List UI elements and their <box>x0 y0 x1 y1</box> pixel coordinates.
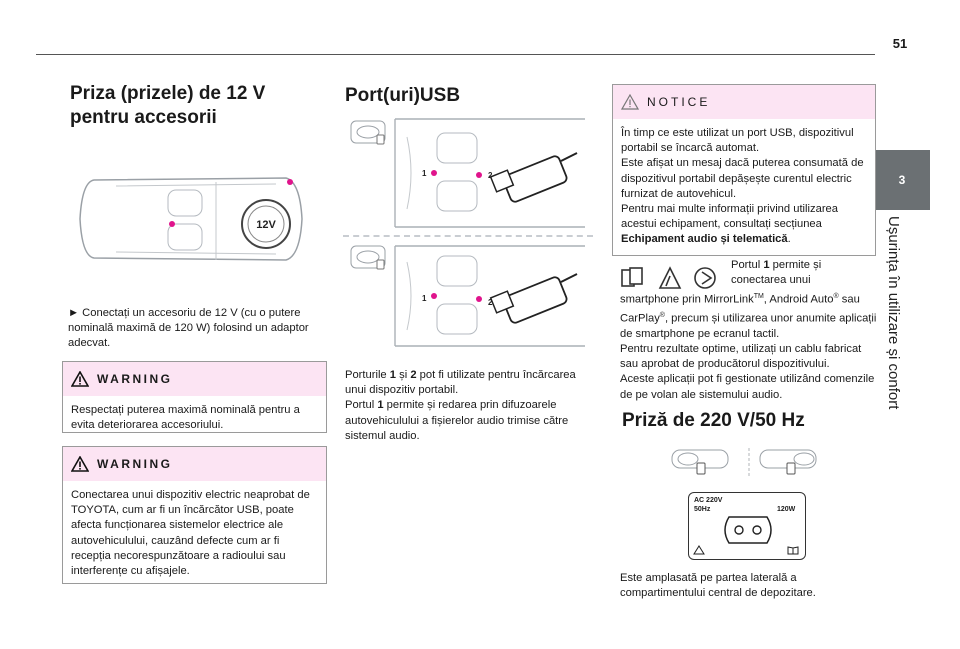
warning-body-2: Conectarea unui dispozitiv electric neap… <box>71 489 310 578</box>
usb-plug-icon <box>489 273 578 324</box>
warning-box-1: WARNING Respectați puterea maximă nomina… <box>62 361 327 433</box>
section-heading-12v: Priza (prizele) de 12 V pentru accesorii <box>70 83 266 128</box>
mirror-body: smartphone prin MirrorLinkTM, Android Au… <box>620 293 877 401</box>
notice-triangle-icon <box>621 94 639 110</box>
mirror-intro: Portul 1 permite și conectarea unui <box>731 259 822 287</box>
mirrorlink-icon <box>621 267 643 287</box>
notice-header: NOTICE <box>613 85 875 119</box>
socket-warning-icon <box>693 545 705 555</box>
chapter-title: Ușurința în utilizare și confort <box>885 216 902 410</box>
instruction-12v: ► Conectați un accesoriu de 12 V (cu o p… <box>68 307 309 350</box>
dashboard-illustration <box>670 446 828 480</box>
port-label-1: 1 <box>422 169 427 178</box>
socket-hz-label: 50Hz <box>694 506 711 513</box>
chapter-title-vertical: Ușurința în utilizare și confort <box>874 216 930 636</box>
warning-body-1: Respectați puterea maximă nominală pentr… <box>71 404 300 432</box>
warning-box-2: WARNING Conectarea unui dispozitiv elect… <box>62 446 327 584</box>
manual-book-icon <box>787 546 799 555</box>
usb-plug-icon <box>489 152 578 203</box>
notice-box: NOTICE În timp ce este utilizat un port … <box>612 84 876 256</box>
section-heading-usb: Port(uri)USB <box>345 85 461 106</box>
notice-body: În timp ce este utilizat un port USB, di… <box>621 127 864 246</box>
socket-w-label: 120W <box>777 506 796 513</box>
carplay-icon <box>694 267 716 289</box>
socket-face-icon <box>724 516 772 544</box>
warning-triangle-icon <box>71 456 89 472</box>
usb-description: Porturile 1 și 2 pot fi utilizate pentru… <box>345 369 576 442</box>
section-heading-220v: Priză de 220 V/50 Hz <box>622 410 805 431</box>
android-auto-icon <box>658 266 682 289</box>
divider-dashed <box>343 235 593 237</box>
socket-location-text: Este amplasată pe partea laterală a comp… <box>620 572 816 600</box>
port-label-2b: 2 <box>488 298 493 307</box>
socket-ac-label: AC 220V <box>694 497 723 504</box>
car-12v-illustration: 12V <box>76 160 308 278</box>
outlet-12v-label: 12V <box>256 219 276 231</box>
warning-title-2: WARNING <box>97 457 173 471</box>
notice-title: NOTICE <box>647 95 711 109</box>
socket-220v-illustration: AC 220V 50Hz 120W <box>688 492 806 560</box>
warning-triangle-icon <box>71 371 89 387</box>
header-rule <box>36 54 875 55</box>
car-usb-illustration-2: 1 2 <box>345 242 593 350</box>
connectivity-icons <box>620 266 720 290</box>
page-number: 51 <box>892 36 908 51</box>
warning-header-2: WARNING <box>63 447 326 481</box>
chapter-tab[interactable]: 3 <box>874 150 930 210</box>
port-label-2: 2 <box>488 171 493 180</box>
chapter-number: 3 <box>898 173 906 187</box>
warning-header-1: WARNING <box>63 362 326 396</box>
car-usb-illustration-1: 1 2 <box>345 115 593 230</box>
port-label-1b: 1 <box>422 294 427 303</box>
warning-title-1: WARNING <box>97 372 173 386</box>
